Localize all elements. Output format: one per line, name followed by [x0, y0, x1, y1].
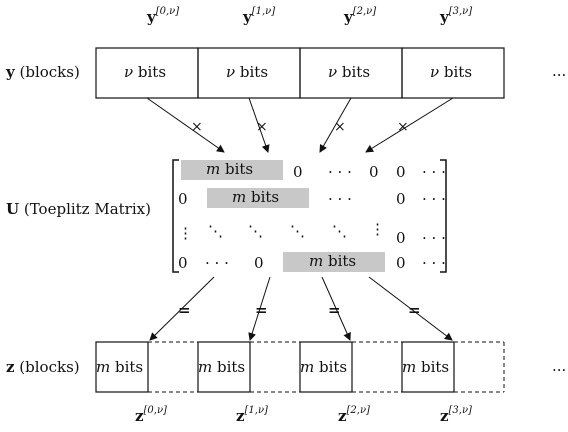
matrix-r0-c1: · · · — [328, 163, 352, 181]
equals-mark-1: = — [255, 301, 268, 319]
matrix-r2-c2: ⋱ — [248, 222, 263, 240]
u-row-label: U (Toeplitz Matrix) — [6, 200, 151, 218]
z-block-3 — [401, 341, 455, 393]
y-block-label-2: ν bits — [328, 63, 371, 81]
matrix-r0-c0: 0 — [293, 163, 303, 181]
matrix-band-label-0: m bits — [206, 160, 254, 178]
equals-mark-0: = — [178, 301, 191, 319]
cross-mark-2: × — [334, 119, 346, 135]
y-row-ellipsis: ... — [552, 62, 567, 80]
matrix-r2-c5: ⋮ — [370, 220, 385, 238]
z-footer-0: z[0,ν] — [135, 405, 167, 425]
z-footer-3: z[3,ν] — [440, 405, 472, 425]
y-header-0: y[0,ν] — [147, 6, 180, 26]
y-header-3: y[3,ν] — [440, 6, 473, 26]
z-row-label: z (blocks) — [6, 358, 80, 376]
cross-mark-0: × — [191, 119, 203, 135]
z-block-0 — [95, 341, 149, 393]
z-arrow-0 — [149, 276, 215, 341]
matrix-r0-c4: · · · — [422, 163, 446, 181]
matrix-r2-c4: ⋱ — [332, 222, 347, 240]
y-header-1: y[1,ν] — [243, 6, 276, 26]
y-arrow-0 — [146, 97, 225, 153]
y-arrow-1 — [248, 97, 270, 153]
matrix-r2-c6: 0 — [396, 229, 406, 247]
z-arrow-1 — [248, 276, 271, 341]
y-block-label-0: ν bits — [124, 63, 167, 81]
y-block-label-1: ν bits — [226, 63, 269, 81]
z-block-label-1: m bits — [198, 358, 246, 376]
matrix-r2-c3: ⋱ — [290, 222, 305, 240]
matrix-r2-c1: ⋱ — [208, 222, 223, 240]
z-footer-2: z[2,ν] — [338, 405, 370, 425]
matrix-r3-c1: · · · — [205, 254, 229, 272]
z-block-label-0: m bits — [96, 358, 144, 376]
z-dashed-1 — [250, 341, 300, 393]
z-arrow-2 — [321, 276, 351, 341]
matrix-r0-c3: 0 — [396, 163, 406, 181]
matrix-band-row-0 — [181, 160, 283, 180]
z-arrow-3 — [368, 276, 453, 341]
y-arrow-3 — [365, 97, 454, 153]
z-block-2 — [299, 341, 353, 393]
cross-mark-3: × — [397, 119, 409, 135]
z-dashed-3 — [454, 341, 505, 393]
matrix-band-row-1 — [207, 188, 309, 208]
z-dashed-0 — [148, 341, 198, 393]
equals-mark-2: = — [328, 301, 341, 319]
equals-mark-3: = — [408, 301, 421, 319]
matrix-r1-c0: 0 — [178, 190, 188, 208]
matrix-r2-c7: · · · — [422, 229, 446, 247]
matrix-r3-c0: 0 — [178, 254, 188, 272]
matrix-r0-c2: 0 — [369, 163, 379, 181]
z-row-ellipsis: ... — [552, 357, 567, 375]
z-dashed-2 — [352, 341, 402, 393]
matrix-band-label-1: m bits — [232, 188, 280, 206]
y-block-label-3: ν bits — [430, 63, 473, 81]
matrix-r3-c4: · · · — [422, 254, 446, 272]
matrix-band-label-3: m bits — [309, 252, 357, 270]
cross-mark-1: × — [256, 119, 268, 135]
matrix-r1-c3: · · · — [422, 190, 446, 208]
matrix-r3-c3: 0 — [396, 254, 406, 272]
y-arrow-2 — [319, 97, 352, 153]
matrix-r1-c2: 0 — [396, 190, 406, 208]
z-block-1 — [197, 341, 251, 393]
matrix-right-bracket — [440, 159, 447, 273]
matrix-left-bracket — [172, 159, 179, 273]
y-row-label: y (blocks) — [6, 63, 80, 81]
z-block-label-3: m bits — [402, 358, 450, 376]
z-footer-1: z[1,ν] — [236, 405, 268, 425]
matrix-r3-c2: 0 — [254, 254, 264, 272]
matrix-r1-c1: · · · — [328, 190, 352, 208]
z-block-label-2: m bits — [300, 358, 348, 376]
matrix-band-row-3 — [283, 252, 385, 272]
matrix-r2-c0: ⋮ — [178, 224, 193, 242]
y-header-2: y[2,ν] — [344, 6, 377, 26]
